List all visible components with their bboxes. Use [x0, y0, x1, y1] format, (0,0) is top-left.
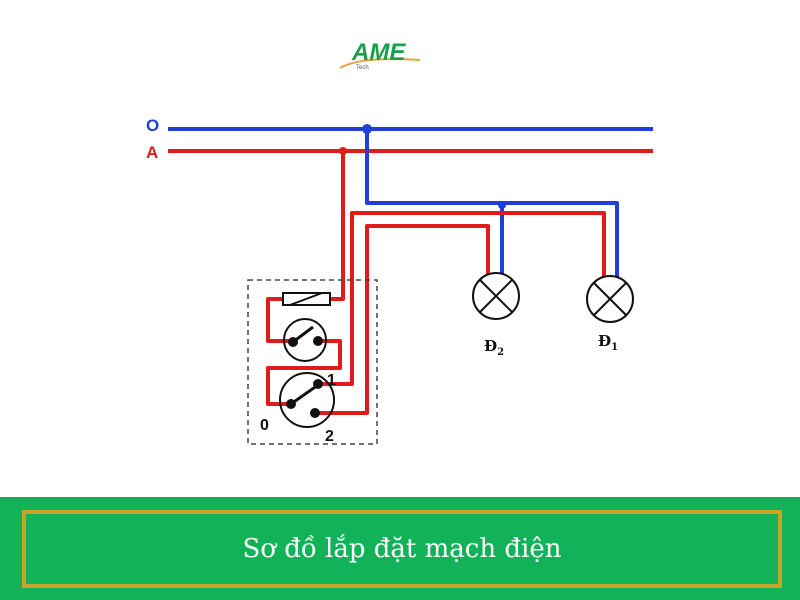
caption-frame: Sơ đồ lắp đặt mạch điện — [22, 510, 782, 588]
neutral-branch — [365, 129, 619, 280]
neutral-label: O — [146, 116, 159, 135]
changeover-switch-symbol — [279, 372, 335, 428]
svg-text:AME: AME — [351, 39, 406, 66]
lamp-d1 — [586, 275, 634, 323]
wire-terminal-2 — [315, 224, 490, 415]
fuse-symbol — [282, 292, 331, 306]
switch-box — [247, 279, 378, 445]
lamp-d2 — [472, 272, 520, 320]
junction-dot — [498, 201, 506, 209]
phase-to-fuse — [330, 151, 345, 301]
caption-text: Sơ đồ lắp đặt mạch điện — [242, 534, 562, 564]
logo: AME Tech — [339, 39, 421, 71]
lamp-d2-label: Đ2 — [484, 337, 504, 358]
terminal-label-0: 0 — [260, 417, 269, 434]
svg-text:Tech: Tech — [356, 65, 369, 71]
phase-label: A — [146, 143, 158, 162]
lamp-d1-label: Đ1 — [598, 332, 618, 353]
fuse-to-switch — [266, 297, 292, 343]
wiring-diagram: AME Tech O A 0 1 2 — [146, 39, 653, 445]
terminal-label-1: 1 — [327, 372, 336, 389]
terminal-label-2: 2 — [325, 428, 334, 445]
switch-symbol — [283, 318, 327, 362]
junction-dot — [362, 124, 372, 134]
caption-banner: Sơ đồ lắp đặt mạch điện — [0, 497, 800, 600]
switch-to-changeover — [266, 339, 342, 406]
wire-terminal-1 — [318, 211, 606, 386]
junction-dot — [339, 147, 347, 155]
